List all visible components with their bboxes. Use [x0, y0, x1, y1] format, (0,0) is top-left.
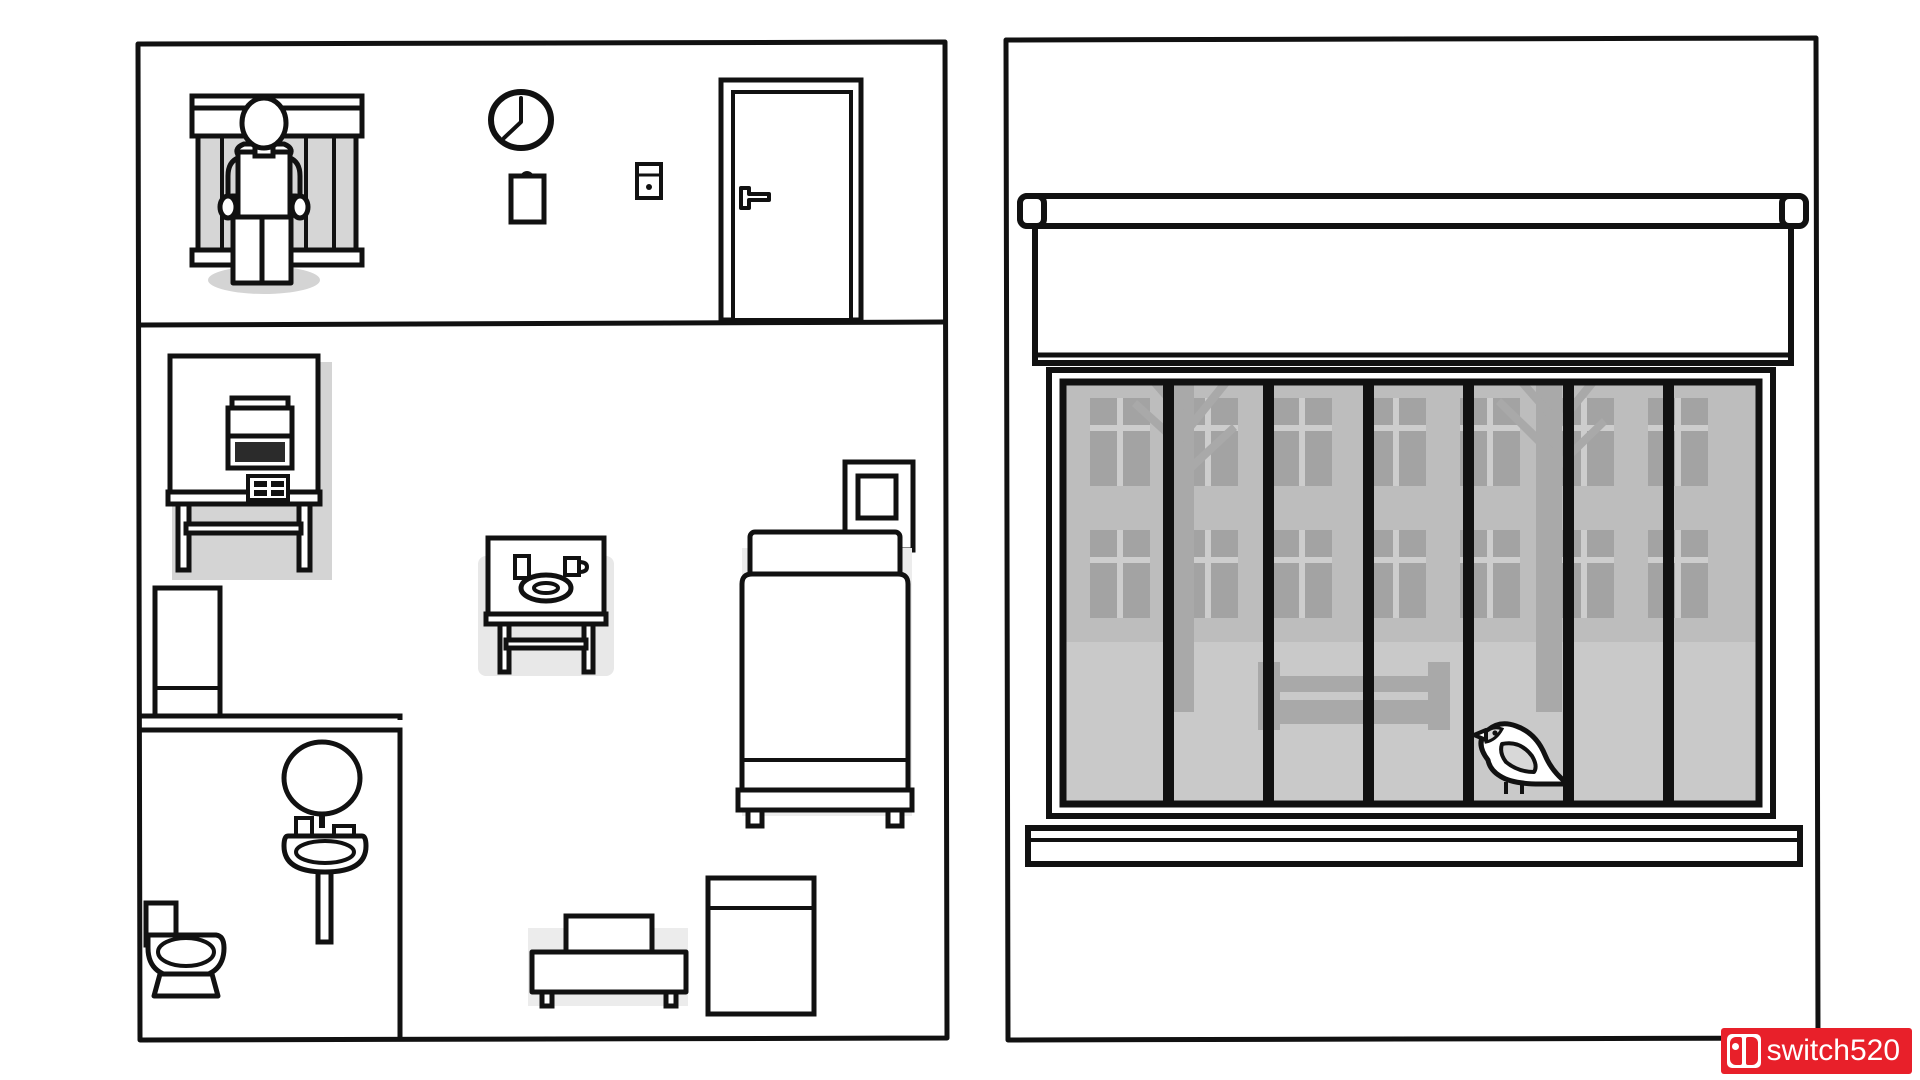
mattress	[739, 571, 911, 793]
blind-end-cap-right	[1779, 193, 1809, 229]
bench-body	[529, 949, 689, 995]
window-mullions	[1163, 382, 1674, 804]
bed-legs	[745, 807, 905, 829]
person-legs	[230, 210, 265, 286]
clipboard[interactable]	[508, 171, 547, 225]
window-sill	[1025, 825, 1803, 867]
sink-pedestal	[315, 869, 334, 945]
bird-head-mark	[1482, 726, 1505, 744]
coffee-cup[interactable]	[563, 556, 590, 577]
intercom[interactable]	[635, 162, 663, 200]
toothbrush-cup[interactable]	[294, 816, 314, 838]
dining-table-legs	[497, 621, 596, 675]
bathroom-wall-2	[141, 727, 403, 1038]
person-arm-right	[287, 155, 303, 201]
door-panel	[731, 90, 853, 322]
dining-table[interactable]	[478, 535, 614, 676]
person[interactable]	[208, 95, 320, 294]
blind-end-cap-left	[1017, 193, 1047, 229]
window-panel	[1003, 35, 1821, 1043]
room-panel	[135, 39, 950, 1043]
nintendo-switch-logo-icon	[1726, 1034, 1761, 1068]
watermark: switch520	[1720, 1028, 1912, 1074]
clock-hands	[502, 96, 523, 140]
bathroom-wall	[141, 713, 403, 720]
monitor-table-legs	[175, 501, 313, 573]
watermark-text: switch520	[1766, 1034, 1900, 1067]
window-glass	[1046, 367, 1776, 819]
roller-blind[interactable]	[1017, 193, 1809, 366]
monitor-buttons[interactable]	[246, 474, 290, 502]
bed[interactable]	[735, 529, 915, 829]
bench-outside	[1258, 662, 1450, 730]
medical-monitor[interactable]	[225, 395, 295, 502]
bird-eye	[1492, 730, 1498, 736]
bench-seat[interactable]	[528, 913, 689, 1009]
drinking-glass[interactable]	[513, 554, 531, 580]
bird-legs	[1504, 782, 1524, 794]
blind-panel	[1032, 212, 1794, 366]
toilet[interactable]	[143, 900, 227, 999]
monitor-table[interactable]	[165, 353, 332, 580]
person-head	[239, 95, 289, 151]
door-handle[interactable]	[739, 186, 771, 210]
person-torso-body	[235, 149, 293, 220]
wall-clock[interactable]	[488, 89, 554, 151]
dining-table-edge	[483, 611, 609, 627]
bird[interactable]	[1472, 721, 1571, 794]
person-arm-left	[225, 155, 241, 201]
blind-roller-bar[interactable]	[1017, 193, 1809, 229]
toilet-base	[151, 971, 221, 999]
bench-legs	[539, 989, 679, 1009]
sink[interactable]	[281, 739, 369, 945]
door[interactable]	[718, 77, 864, 323]
trash-bin[interactable]	[705, 875, 817, 1017]
mirror[interactable]	[281, 739, 363, 817]
person-hand-left	[217, 193, 239, 221]
bird-wing	[1499, 741, 1538, 774]
person-leg-right	[259, 210, 294, 286]
glass-frame-outer	[1046, 367, 1776, 819]
glass-frame-inner	[1059, 378, 1763, 808]
bench-cushion	[563, 913, 655, 957]
cabinet[interactable]	[152, 585, 223, 719]
tv-screen	[855, 473, 899, 521]
bird-beak	[1472, 728, 1488, 742]
person-hand-right	[289, 193, 311, 221]
bed-base	[735, 787, 915, 813]
